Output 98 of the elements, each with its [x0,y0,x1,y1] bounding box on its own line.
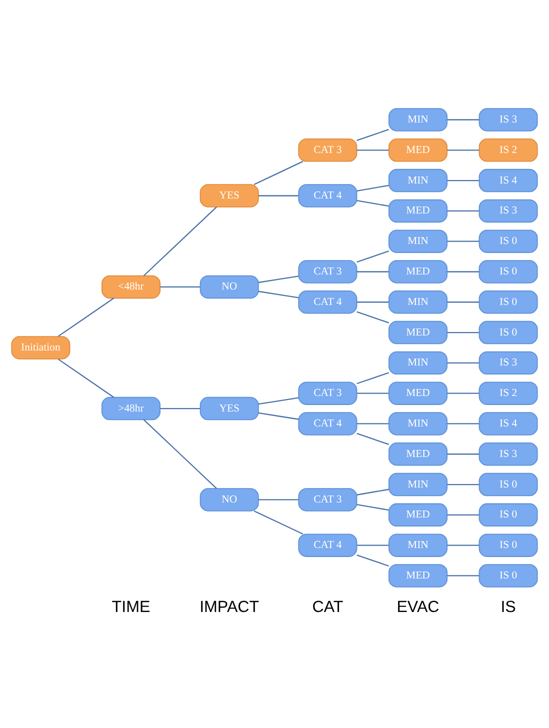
connector [258,275,298,283]
node-box: IS 2 [478,381,538,404]
node-box: IS 3 [478,198,538,222]
node-box: CAT 4 [298,412,358,435]
connector [356,149,389,150]
node-box: MIN [388,472,448,496]
connector [254,160,304,184]
connector [258,412,298,420]
label: EVAC [396,597,440,616]
connector [356,184,389,191]
node-box: MIN [388,168,448,192]
connector [356,270,389,272]
connector [447,149,480,150]
node-box: IS 3 [478,442,538,466]
node-box: IS 0 [478,564,538,587]
connector [356,200,389,206]
node-box: MED [388,381,448,404]
node-box: CAT 3 [298,260,358,283]
label: IMPACT [200,597,260,616]
node-box: IS 0 [478,320,538,344]
connector [356,392,389,394]
label: IS [500,597,516,616]
node-box: MED [388,260,448,283]
connector [160,407,200,409]
node-box: IS 0 [478,472,538,496]
node-box: IS 4 [478,168,538,192]
connector [447,453,480,454]
node-box: <48hr [102,274,160,298]
node-box: IS 0 [478,290,538,314]
connector [58,297,114,336]
node-box: MIN [388,290,448,314]
connector [143,418,217,488]
connector [356,488,389,495]
connector [447,179,480,181]
connector [447,210,480,212]
node-box: IS 0 [478,229,538,252]
connector [356,250,389,262]
node-box: CAT 3 [298,138,358,162]
node-box: MED [388,198,448,222]
node-box: NO [200,488,259,511]
connector [356,422,389,424]
node-box: IS 3 [478,108,538,131]
node-box: MIN [388,533,448,556]
connector [356,310,389,323]
node-box: CAT 3 [298,488,358,511]
node-box: YES [200,396,259,420]
node-box: IS 3 [478,350,538,374]
connector [258,498,298,500]
connector [258,290,298,298]
connector [447,270,480,272]
connector [447,240,480,242]
connector [356,504,389,510]
connector [356,128,389,140]
node-box: IS 0 [478,260,538,283]
node-box: Initiation [11,336,70,359]
node-box: CAT 3 [298,381,358,404]
label: TIME [112,597,150,616]
connector [356,301,389,302]
connector [447,514,480,515]
connector [447,118,480,120]
node-box: IS 0 [478,533,538,556]
node-box: MIN [388,108,448,131]
node-box: MIN [388,350,448,374]
connector [447,483,480,485]
connector [258,194,298,196]
connector [356,554,389,566]
connector [258,396,298,404]
label: CAT [312,597,344,616]
connector [447,544,480,546]
node-box: CAT 4 [298,533,358,556]
connector [143,206,217,276]
node-box: CAT 4 [298,290,358,314]
node-box: MIN [388,229,448,252]
node-box: MED [388,442,448,466]
connector [447,331,480,333]
connector [447,362,480,364]
connector [254,510,304,534]
node-box: CAT 4 [298,184,358,207]
node-box: MIN [388,412,448,435]
node-box: IS 0 [478,502,538,526]
node-box: >48hr [102,396,160,420]
node-box: IS 4 [478,412,538,435]
connector [447,301,480,302]
node-box: MED [388,502,448,526]
node-box: MED [388,564,448,587]
connector [356,372,389,384]
connector [356,544,389,546]
node-box: YES [200,184,259,207]
connector [447,392,480,394]
connector [58,358,114,398]
connector [447,422,480,424]
connector [356,432,389,444]
node-box: IS 2 [478,138,538,162]
connector [160,286,200,288]
node-box: MED [388,138,448,162]
connector [447,574,480,576]
node-box: MED [388,320,448,344]
node-box: NO [200,274,259,298]
